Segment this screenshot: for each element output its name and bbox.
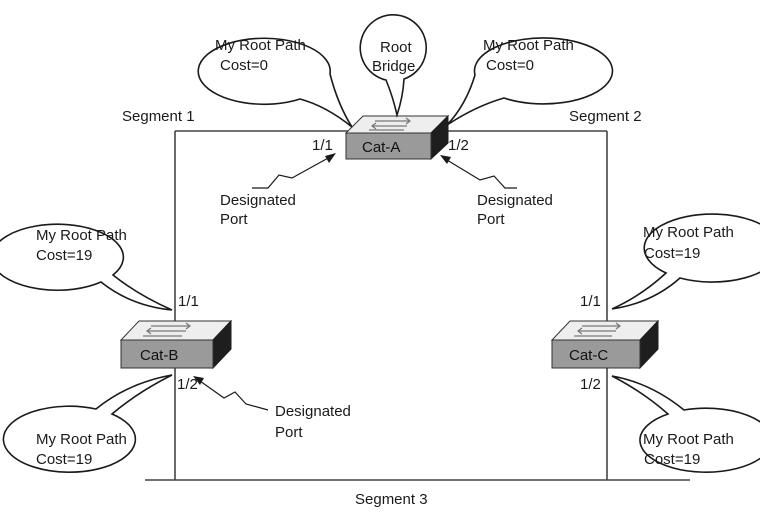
designated-port-a-right: Designated Port xyxy=(440,155,553,228)
switch-traffic-icon xyxy=(574,322,621,337)
bubble-cat-c-bottom: My Root Path Cost=19 xyxy=(611,375,760,473)
bubble-shape xyxy=(446,37,614,126)
switch-cat-a-port-1-1: 1/1 xyxy=(312,137,333,154)
bubble-line-2: Cost=19 xyxy=(644,245,700,262)
bubble-line-1: Root xyxy=(380,39,413,56)
bubble-cat-a-right: My Root Path Cost=0 xyxy=(446,37,614,126)
bubble-shape xyxy=(359,14,427,118)
designated-port-a-left: Designated Port xyxy=(220,153,336,228)
designated-line-1: Designated xyxy=(220,192,296,209)
segment-3-label: Segment 3 xyxy=(355,491,428,508)
bubble-cat-b-top: My Root Path Cost=19 xyxy=(0,223,173,311)
switch-traffic-icon xyxy=(369,117,411,131)
designated-line-2: Port xyxy=(477,211,505,228)
bubble-cat-a-left: My Root Path Cost=0 xyxy=(197,37,353,128)
designated-line-1: Designated xyxy=(477,192,553,209)
bubble-line-1: My Root Path xyxy=(483,37,574,54)
arrowhead-icon xyxy=(325,153,336,163)
bubble-line-1: My Root Path xyxy=(215,37,306,54)
bubble-line-2: Cost=19 xyxy=(36,247,92,264)
segment-1-label: Segment 1 xyxy=(122,108,195,125)
switch-cat-b-label: Cat-B xyxy=(140,347,178,364)
bubble-shape xyxy=(0,223,173,311)
bubble-cat-c-top: My Root Path Cost=19 xyxy=(611,213,760,310)
bubble-line-2: Bridge xyxy=(372,58,415,75)
bubble-line-2: Cost=0 xyxy=(486,57,534,74)
bubble-line-2: Cost=19 xyxy=(644,451,700,468)
network-links xyxy=(145,130,690,481)
designated-port-b: Designated Port xyxy=(193,376,351,441)
designated-line-2: Port xyxy=(220,211,248,228)
bubble-shape xyxy=(611,213,760,310)
switch-cat-c-label: Cat-C xyxy=(569,347,608,364)
switch-traffic-icon xyxy=(143,322,191,337)
switch-cat-b: Cat-B 1/1 1/2 xyxy=(119,293,233,393)
segment-2-label: Segment 2 xyxy=(569,108,642,125)
bubble-shape xyxy=(197,37,353,128)
switch-cat-c: Cat-C 1/1 1/2 xyxy=(550,293,660,393)
switch-cat-a-front xyxy=(345,132,432,160)
arrowhead-icon xyxy=(440,155,451,164)
bubble-root-bridge: Root Bridge xyxy=(359,14,427,118)
switch-cat-c-front xyxy=(551,339,641,369)
bubble-line-1: My Root Path xyxy=(36,227,127,244)
designated-line-2: Port xyxy=(275,424,303,441)
designated-arrow xyxy=(199,380,269,411)
bubble-line-1: My Root Path xyxy=(643,431,734,448)
bubble-cat-b-bottom: My Root Path Cost=19 xyxy=(2,374,173,473)
switch-cat-b-port-1-1: 1/1 xyxy=(178,293,199,310)
designated-arrow xyxy=(446,159,517,189)
designated-arrow xyxy=(252,156,331,189)
switch-cat-a: Cat-A 1/1 1/2 xyxy=(312,114,469,161)
bubble-shape xyxy=(611,375,760,473)
switch-cat-a-label: Cat-A xyxy=(362,139,400,156)
switch-cat-b-port-1-2: 1/2 xyxy=(177,376,198,393)
bubble-shape xyxy=(2,374,173,473)
bubble-line-1: My Root Path xyxy=(643,224,734,241)
bubble-line-1: My Root Path xyxy=(36,431,127,448)
switch-cat-c-port-1-2: 1/2 xyxy=(580,376,601,393)
switch-cat-b-front xyxy=(120,339,214,369)
arrowhead-icon xyxy=(193,376,204,385)
bubble-line-2: Cost=19 xyxy=(36,451,92,468)
bubble-line-2: Cost=0 xyxy=(220,57,268,74)
designated-line-1: Designated xyxy=(275,403,351,420)
switch-cat-c-port-1-1: 1/1 xyxy=(580,293,601,310)
switch-cat-a-port-1-2: 1/2 xyxy=(448,137,469,154)
